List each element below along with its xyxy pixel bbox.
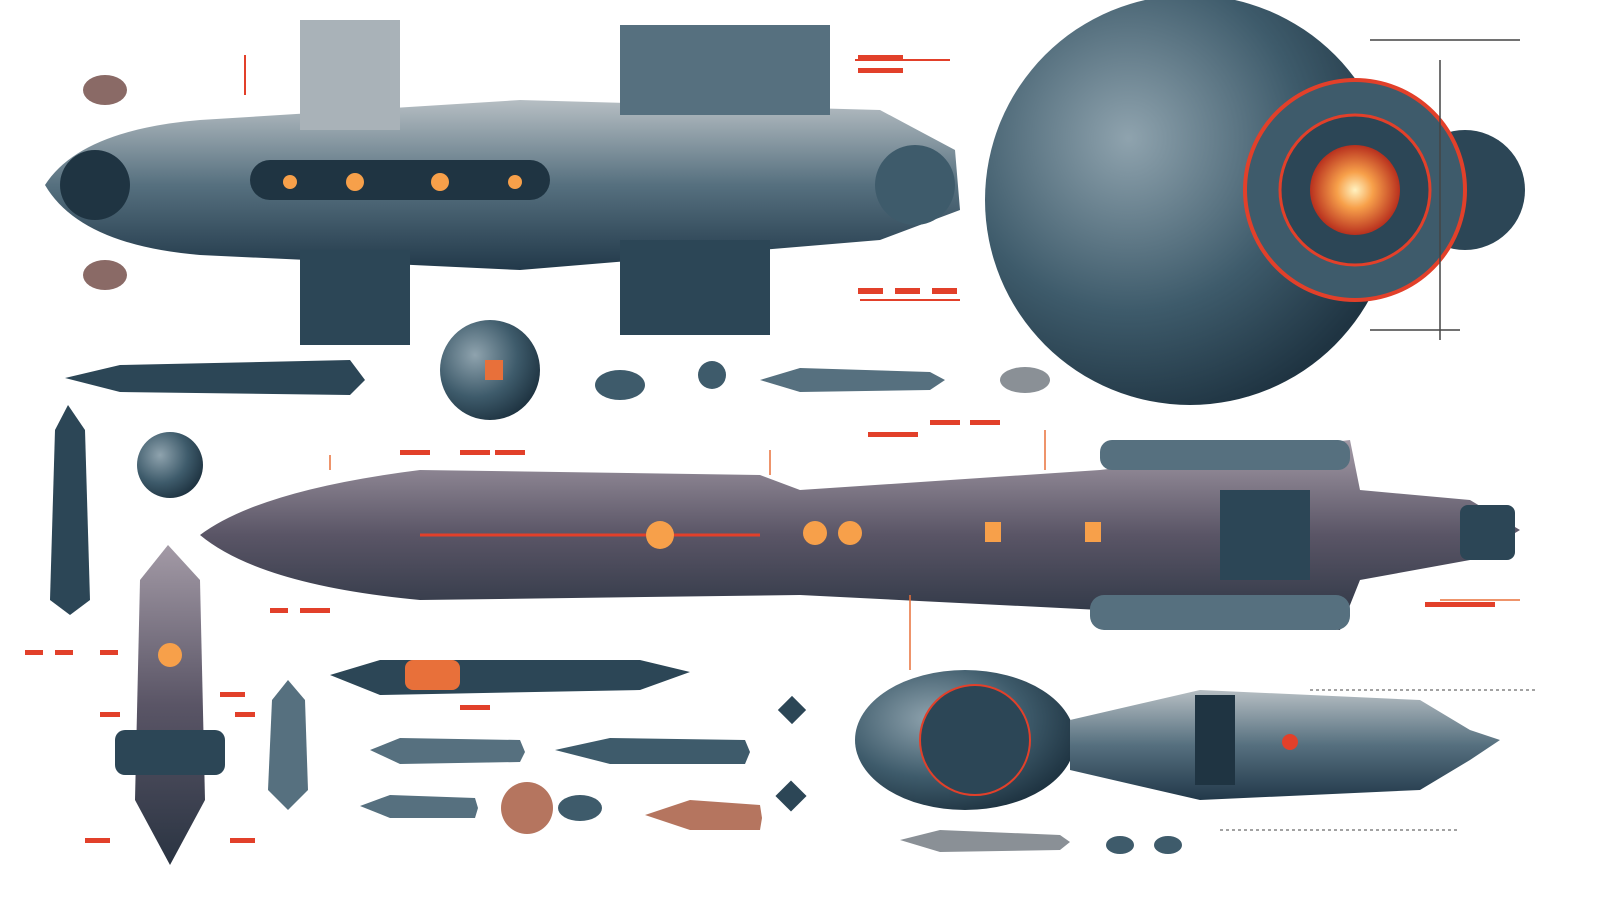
- pod-small-1: [83, 75, 127, 105]
- sphere-station: [985, 0, 1525, 405]
- pod-small-2: [83, 260, 127, 290]
- orb-small: [137, 432, 203, 498]
- carrier-bottom-right: [855, 670, 1535, 831]
- tiny-ships-bottom: [900, 830, 1182, 854]
- annotation-marks: [25, 55, 1495, 843]
- battleship-top-left: [45, 20, 960, 345]
- vertical-ship-mid: [268, 680, 308, 810]
- shuttle-3: [555, 738, 750, 764]
- vertical-ship-small: [50, 405, 90, 615]
- scout-ship: [760, 367, 1050, 393]
- shuttle-2: [370, 738, 525, 764]
- frigate-left: [65, 360, 365, 395]
- diamond-probe: [775, 695, 807, 812]
- vertical-ship-large: [115, 545, 225, 865]
- shuttle-5: [645, 800, 762, 830]
- cruiser-center: [200, 430, 1520, 670]
- shuttle-4: [360, 782, 602, 834]
- shuttle-1: [330, 660, 690, 695]
- sphere-pod: [440, 320, 540, 420]
- small-saucer: [595, 361, 726, 400]
